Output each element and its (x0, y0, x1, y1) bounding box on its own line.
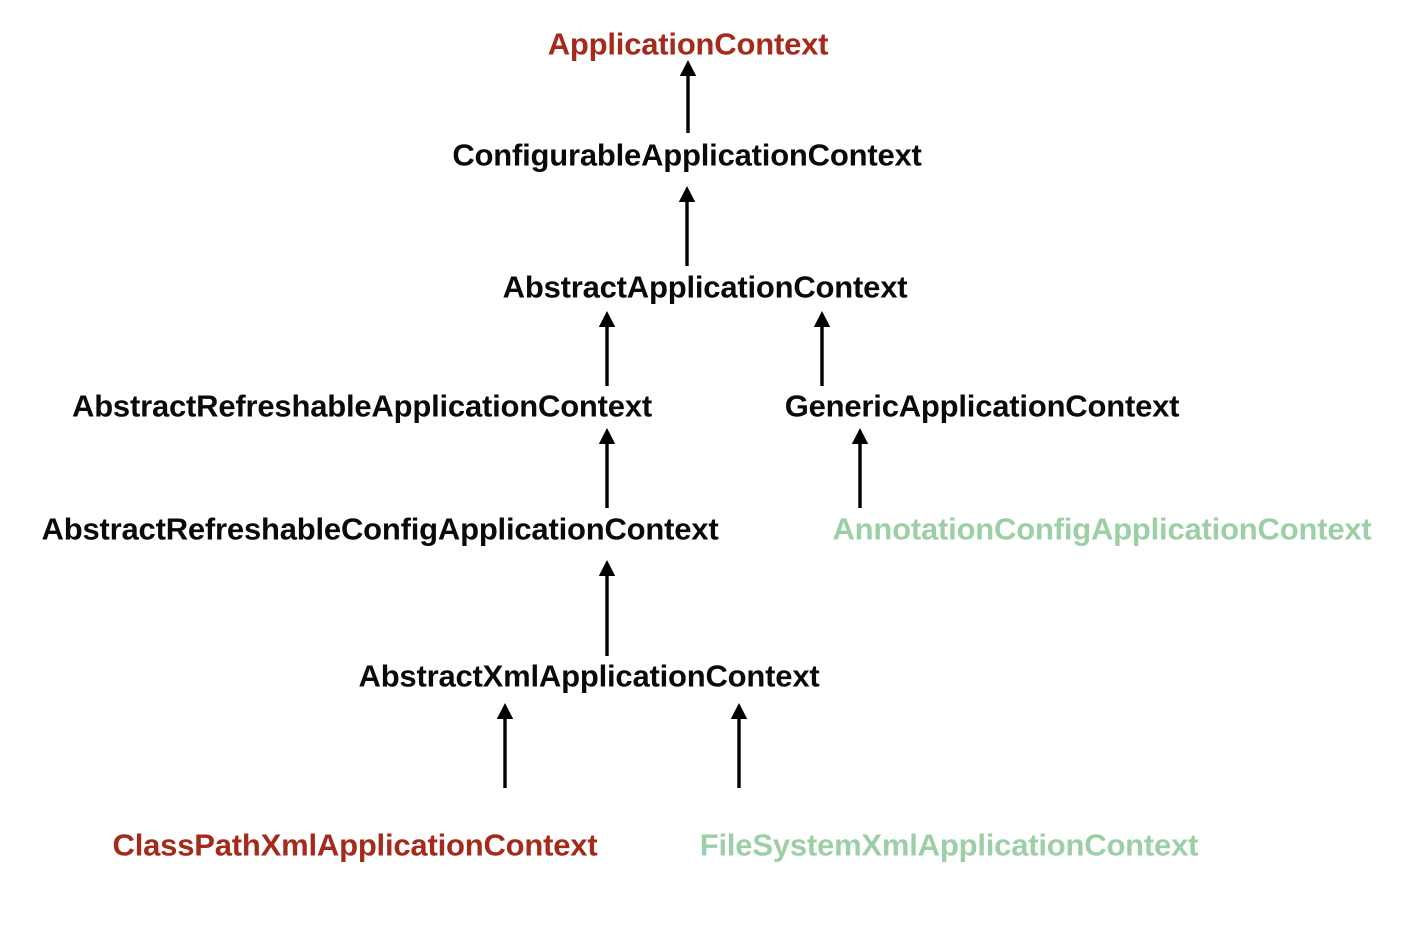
class-node-abstract-refreshable-config-application-context: AbstractRefreshableConfigApplicationCont… (41, 511, 719, 547)
class-node-configurable-application-context: ConfigurableApplicationContext (452, 137, 922, 173)
class-node-generic-application-context: GenericApplicationContext (784, 388, 1180, 424)
class-node-abstract-refreshable-application-context: AbstractRefreshableApplicationContext (72, 388, 652, 424)
class-node-abstract-xml-application-context: AbstractXmlApplicationContext (358, 658, 820, 694)
inheritance-arrow (728, 703, 750, 788)
inheritance-arrow (596, 428, 618, 508)
class-node-file-system-xml-application-context: FileSystemXmlApplicationContext (699, 827, 1199, 863)
class-node-application-context: ApplicationContext (547, 26, 829, 62)
inheritance-arrow (676, 186, 698, 266)
inheritance-arrow (596, 560, 618, 656)
inheritance-arrow (494, 703, 516, 788)
class-node-annotation-config-application-context: AnnotationConfigApplicationContext (832, 511, 1372, 547)
class-node-class-path-xml-application-context: ClassPathXmlApplicationContext (112, 827, 598, 863)
class-node-abstract-application-context: AbstractApplicationContext (502, 269, 908, 305)
inheritance-arrow (849, 428, 871, 508)
inheritance-arrow (811, 311, 833, 386)
inheritance-arrow (677, 60, 699, 133)
inheritance-arrow (596, 311, 618, 386)
